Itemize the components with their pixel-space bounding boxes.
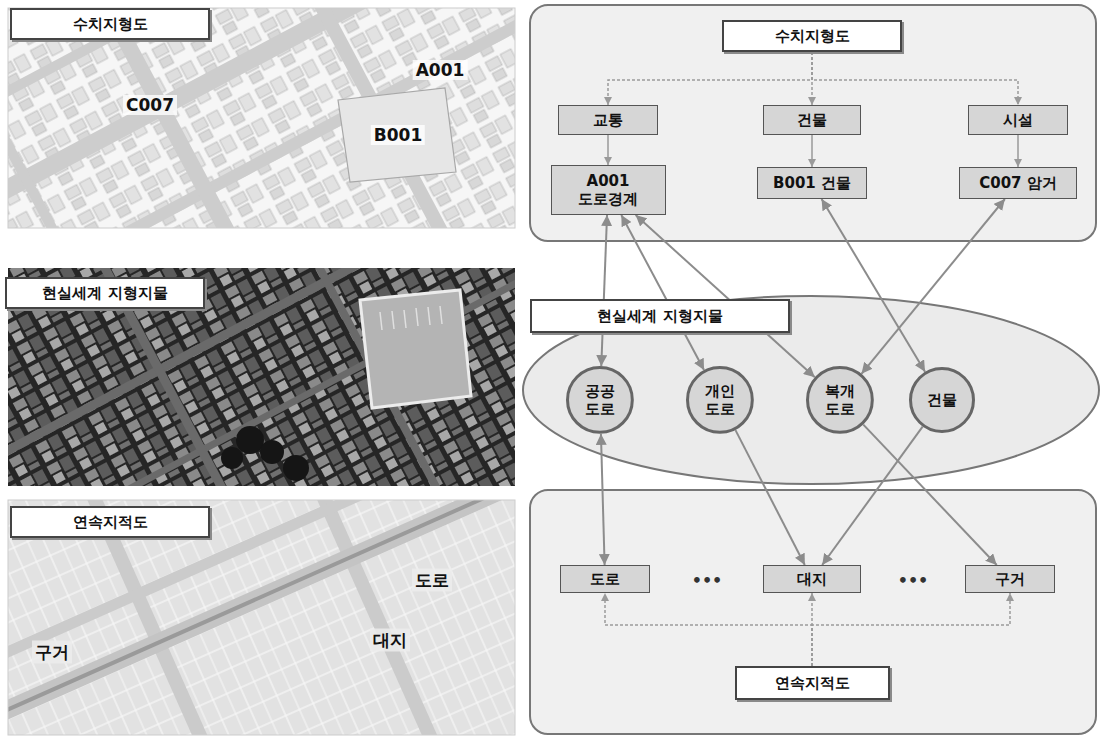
map-frame [8,8,515,228]
connector [861,199,1004,374]
node-text: 시설 [1003,111,1033,129]
category-box: 건물 [763,105,861,135]
main-road [8,500,515,723]
feature-circle: 건물 [909,367,975,433]
connector [605,593,812,666]
feature-circle: 개인 도로 [686,366,754,434]
map-label: B001 [371,125,425,145]
map-label: 도로 [412,569,452,592]
node-text: 현실세계 지형지물 [42,284,167,302]
node-text: 교통 [593,111,623,129]
feature-box: C007 암거 [959,167,1077,199]
node-text: 대지 [797,570,827,588]
connector [607,135,609,165]
circle-outline [911,369,974,432]
connector [822,427,922,565]
node-text: 복개 도로 [820,382,860,418]
map-title-box: 연속지적도 [10,506,210,538]
node-text: 건물 [927,391,957,409]
cadastral-roads [8,500,515,735]
circle-outline [808,368,873,433]
heading-box: 수치지형도 [722,20,902,52]
ellipsis-label: ••• [898,571,929,590]
panel [530,490,1096,734]
connector [608,52,812,105]
connector [812,52,1018,105]
heading-box: 현실세계 지형지물 [530,299,790,333]
node-text: C007 암거 [979,174,1057,192]
category-box: 시설 [968,105,1068,135]
ellipsis-label: ••• [692,571,723,590]
node-text: 도로 [590,570,620,588]
connector [1017,135,1019,167]
connector [735,430,804,565]
cadastral-map [8,500,515,735]
heading-box: 연속지적도 [735,666,890,700]
photo-large-building [360,290,471,408]
node-text: 연속지적도 [775,674,850,692]
map-frame [8,500,515,735]
connector [601,215,607,366]
map-label: 구거 [32,641,72,664]
connector [863,425,996,565]
panel-ellipse [523,296,1099,484]
node-text: A001 도로경계 [568,172,648,208]
feature-circle: 복개 도로 [806,366,874,434]
connector [636,215,815,377]
parcel-box: 대지 [763,565,861,593]
circle-outline [568,368,633,433]
map-label: 대지 [370,629,410,652]
photo-roads [8,268,515,486]
building-blocks [8,8,515,228]
connector [812,593,1010,666]
map-label: A001 [413,60,468,80]
tree-crowns [221,426,309,481]
connectors [601,52,1018,666]
node-text: B001 건물 [773,174,851,192]
node-text: 수치지형도 [73,15,148,33]
road-bands [8,8,515,228]
parcel-box: 도로 [560,565,650,593]
feature-circle: 공공 도로 [566,366,634,434]
map-label: C007 [123,95,177,115]
node-text: 공공 도로 [580,382,620,418]
feature-box: B001 건물 [757,167,867,199]
large-building [338,88,456,182]
parking-stripes [380,306,442,330]
parcel-box: 구거 [965,565,1055,593]
feature-box: A001 도로경계 [551,165,666,215]
map-title-box: 수치지형도 [10,8,210,40]
node-text: 현실세계 지형지물 [597,307,722,325]
node-text: 건물 [797,111,827,129]
category-box: 교통 [558,105,658,135]
connector [811,135,813,167]
connector [822,199,925,372]
circle-outline [688,368,753,433]
map-title-box: 현실세계 지형지물 [5,277,205,309]
roof-texture [8,268,515,486]
node-text: 개인 도로 [700,382,740,418]
node-text: 구거 [995,570,1025,588]
node-text: 수치지형도 [775,27,850,45]
topographic-map [8,8,515,228]
node-text: 연속지적도 [73,513,148,531]
aerial-photo [8,268,515,486]
map-ground [8,8,515,228]
ditch-strip [8,500,515,713]
panel [530,5,1096,241]
connector [601,434,605,565]
